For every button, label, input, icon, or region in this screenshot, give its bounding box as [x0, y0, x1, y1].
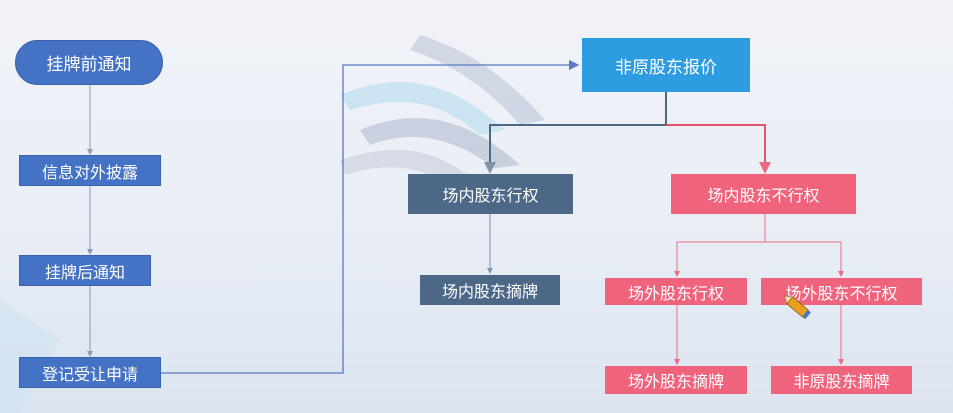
watermark-logo	[340, 35, 545, 188]
node-inside-exercise: 场内股东行权	[408, 174, 573, 214]
node-register-application: 登记受让申请	[19, 357, 161, 388]
start-node-pre-listing-notice: 挂牌前通知	[15, 40, 163, 85]
node-inside-delist: 场内股东摘牌	[420, 275, 560, 305]
node-non-original-delist: 非原股东摘牌	[771, 366, 912, 394]
node-post-listing-notice: 挂牌后通知	[19, 255, 151, 286]
node-outside-exercise: 场外股东行权	[605, 278, 747, 305]
node-inside-not-exercise: 场内股东不行权	[671, 174, 856, 214]
node-outside-not-exercise: 场外股东不行权	[761, 278, 922, 305]
to-quote-connector	[161, 59, 580, 374]
node-outside-delist: 场外股东摘牌	[605, 366, 747, 394]
corner-decoration	[0, 300, 60, 413]
node-non-original-quote: 非原股东报价	[582, 38, 750, 92]
node-info-disclosure: 信息对外披露	[19, 155, 161, 186]
